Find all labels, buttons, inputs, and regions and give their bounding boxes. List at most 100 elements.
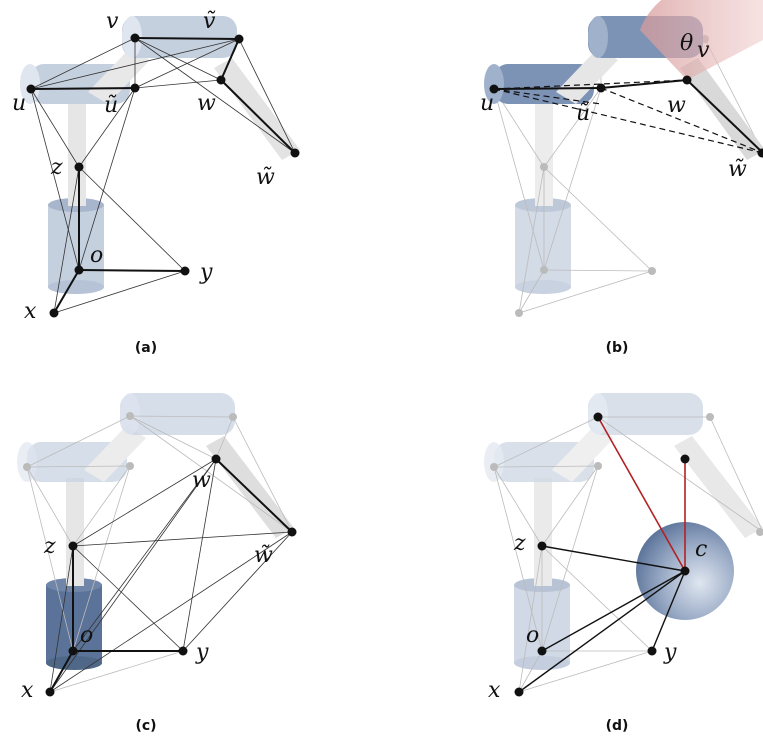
red-edges-d	[597, 416, 686, 572]
label-c: c	[695, 537, 707, 562]
elbow-joint	[120, 393, 235, 435]
angle-wedge	[640, 0, 763, 80]
label-z: z	[43, 534, 56, 559]
label-u-tilde: ũ	[576, 101, 590, 126]
label-z: z	[50, 155, 63, 180]
nodes-d	[514, 412, 690, 697]
upper-link	[552, 426, 614, 482]
robot-upper-b	[484, 0, 763, 160]
upper-link	[84, 426, 146, 482]
node-w	[216, 75, 226, 85]
node-y	[178, 646, 188, 656]
node-y	[647, 646, 657, 656]
node-u-tilde	[130, 83, 140, 93]
label-x: x	[21, 678, 34, 703]
labels-c: w w̃ z o y x	[21, 468, 273, 703]
labels-b: u ũ w w̃ θ v	[480, 31, 747, 182]
label-w-tilde: w̃	[728, 157, 747, 182]
node-w-tilde	[757, 148, 763, 158]
labels-d: c z o y x	[488, 531, 707, 703]
label-theta-sub: v	[697, 38, 710, 63]
label-y: y	[195, 640, 209, 665]
node-v	[130, 33, 140, 43]
node-z	[74, 162, 84, 172]
label-o: o	[80, 623, 93, 648]
upper-link	[88, 48, 150, 104]
node-z	[68, 541, 78, 551]
label-w: w	[197, 91, 216, 116]
faded-edges-d	[493, 416, 763, 693]
panel-c: w w̃ z o y x (c)	[17, 393, 297, 734]
label-w: w	[667, 93, 686, 118]
label-w-tilde: w̃	[254, 543, 273, 568]
label-u: u	[480, 91, 494, 116]
node-w-tilde	[290, 148, 300, 158]
base-cylinder	[515, 205, 571, 287]
vertical-link	[535, 100, 553, 206]
label-u: u	[12, 91, 26, 116]
label-theta: θ	[680, 31, 693, 56]
label-o: o	[90, 243, 103, 268]
label-y: y	[663, 640, 677, 665]
node-w	[211, 454, 221, 464]
forearm-link	[680, 58, 763, 160]
bold-edges-c	[49, 458, 293, 693]
node-v	[593, 412, 603, 422]
caption-b: (b)	[606, 340, 629, 356]
vertical-link	[534, 478, 552, 586]
nodes-a	[26, 33, 300, 318]
label-x: x	[24, 299, 37, 324]
label-v: v	[106, 9, 119, 34]
label-w: w	[192, 468, 211, 493]
label-z: z	[513, 531, 526, 556]
node-c	[680, 566, 690, 576]
caption-c: (c)	[135, 718, 156, 734]
node-u-tilde	[596, 83, 606, 93]
node-v-tilde	[234, 34, 244, 44]
bold-edges-b	[493, 79, 763, 154]
node-x	[49, 308, 59, 318]
vertical-link	[66, 478, 84, 586]
elbow-joint	[588, 393, 703, 435]
label-w-tilde: w̃	[256, 165, 275, 190]
graph-edges-a	[30, 37, 296, 314]
node-u	[26, 84, 36, 94]
vertical-link	[68, 100, 86, 206]
label-x: x	[488, 678, 501, 703]
labels-a: u ũ v ṽ w w̃ z o y x	[12, 9, 275, 324]
node-w	[680, 454, 690, 464]
faded-edges-c	[26, 415, 293, 693]
caption-d: (d)	[606, 718, 629, 734]
black-edges-d	[518, 545, 686, 693]
node-u	[489, 84, 499, 94]
node-o	[68, 646, 78, 656]
node-w-tilde	[287, 527, 297, 537]
label-u-tilde: ũ	[104, 93, 118, 118]
dashed-edges-b	[493, 79, 763, 154]
nodes-b	[489, 75, 763, 158]
node-o	[537, 646, 547, 656]
robot-arm-a	[20, 16, 300, 294]
node-x	[45, 687, 55, 697]
panel-b: u ũ w w̃ θ v (b)	[480, 0, 763, 356]
elbow-joint	[122, 16, 237, 58]
node-x	[514, 687, 524, 697]
node-z	[537, 541, 547, 551]
node-y	[180, 266, 190, 276]
nodes-c	[45, 454, 297, 697]
graph-edges-c	[49, 458, 293, 693]
label-o: o	[526, 623, 539, 648]
forearm-link	[674, 436, 763, 538]
panel-d: c z o y x (d)	[484, 393, 763, 734]
upper-link	[556, 48, 618, 104]
label-y: y	[199, 260, 213, 285]
node-w	[682, 75, 692, 85]
caption-a: (a)	[135, 340, 157, 356]
faded-nodes-d	[490, 413, 763, 536]
label-v-tilde: ṽ	[203, 9, 216, 34]
bold-edges-a	[30, 37, 296, 314]
node-o	[74, 265, 84, 275]
faded-nodes-c	[23, 412, 237, 471]
forearm-link	[214, 58, 300, 160]
